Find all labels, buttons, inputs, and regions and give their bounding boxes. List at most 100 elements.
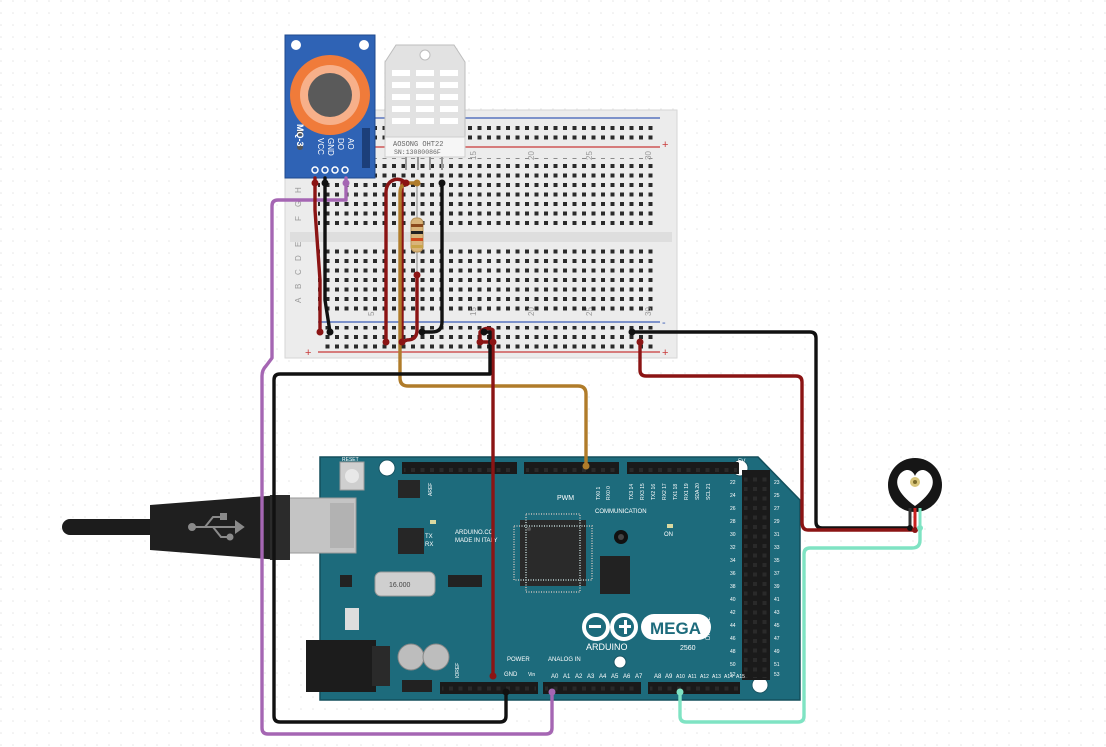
pin-label: 47 (774, 636, 780, 642)
pin-label: 29 (774, 519, 780, 525)
mq3-pin-do: DO (336, 138, 345, 150)
wire-black-gnd (272, 330, 508, 724)
dht22-model-text: AOSONG OHT22 (393, 141, 443, 149)
pin-label: 42 (730, 610, 736, 616)
pin-label: RX3 15 (640, 483, 646, 500)
wire-red-dht-vcc (384, 177, 408, 344)
mq3-pin-vcc: VCC (316, 138, 325, 155)
pin-label: 40 (730, 597, 736, 603)
pin-label: A7 (635, 674, 643, 680)
pin-label: A12 (700, 674, 709, 680)
wire-red-mq3-vcc (313, 176, 322, 334)
pin-label: 45 (774, 623, 780, 629)
pin-label: A0 (551, 674, 559, 680)
pin-label: TX1 18 (673, 484, 679, 500)
wire-red-pulse-vcc (638, 340, 917, 532)
row-label: E (294, 242, 303, 247)
heart-icon (897, 469, 933, 506)
rail-plus-bottom-right: + (662, 347, 668, 359)
col-label: 20 (527, 307, 536, 316)
row-label: D (294, 255, 303, 261)
row-label: A (294, 297, 303, 303)
pin-label: A3 (587, 674, 595, 680)
pin-label: 37 (774, 571, 780, 577)
pin-label: 30 (730, 532, 736, 538)
pin-label: SDA 20 (695, 483, 701, 500)
pin-label: TX0 1 (596, 486, 602, 500)
rx-label: RX (425, 542, 433, 548)
pin-label: 24 (730, 493, 736, 499)
pin-label: 32 (730, 545, 736, 551)
wire-endpoints (311, 179, 923, 696)
pin-label: 52 (730, 672, 736, 678)
mq3-sensor: MQ-3 VCC GND DO AO (284, 34, 376, 179)
pin-label: A5 (611, 674, 619, 680)
pin-label: 38 (730, 584, 736, 590)
pin-label: 23 (774, 480, 780, 486)
arduino-cc-label: ARDUINO.CC (455, 530, 494, 536)
pin-label: 26 (730, 506, 736, 512)
wire-mint-pulse-signal (678, 526, 922, 724)
pin-label: TX3 14 (629, 484, 635, 500)
col-label: 30 (644, 151, 653, 160)
col-label: 5 (367, 311, 376, 316)
crystal-label: 16.000 (389, 582, 411, 589)
aref-label: AREF (428, 483, 434, 496)
pin-label: A13 (712, 674, 721, 680)
pin-label: SCL 21 (706, 483, 712, 500)
vin-label: Vin (528, 672, 535, 678)
pin-label: A2 (575, 674, 583, 680)
pin-label: 22 (730, 480, 736, 486)
pin-label: A10 (676, 674, 685, 680)
pin-label: TX2 16 (651, 484, 657, 500)
pwm-label: PWM (557, 495, 574, 502)
made-in-italy-label: MADE IN ITALY (455, 538, 497, 544)
row-label: C (294, 269, 303, 275)
pin-label: 49 (774, 649, 780, 655)
on-label: ON (664, 532, 673, 538)
communication-label: COMMUNICATION (595, 509, 647, 515)
wires (260, 176, 922, 736)
pin-label: A4 (599, 674, 607, 680)
pin-label: 41 (774, 597, 780, 603)
digital-pin-labels: 22 23 24 25 26 27 28 29 30 31 32 33 34 3… (730, 480, 780, 678)
col-label: 15 (469, 307, 478, 316)
power-label: POWER (507, 657, 530, 663)
dht22-sensor: AOSONG OHT22 SN:13080086F (384, 44, 466, 170)
pulse-sensor (888, 458, 942, 528)
row-label: H (294, 187, 303, 193)
pin-label: A9 (665, 674, 673, 680)
pin-label: 50 (730, 662, 736, 668)
pin-label: RX0 0 (606, 486, 612, 500)
analog-in-label: ANALOG IN (548, 657, 581, 663)
ioref-label: IOREF (455, 663, 461, 678)
pin-label: 48 (730, 649, 736, 655)
wire-red-resistor (400, 273, 419, 344)
resistor (410, 183, 424, 275)
col-label: 30 (644, 307, 653, 316)
pin-label: 36 (730, 571, 736, 577)
row-label: B (294, 284, 303, 289)
arduino-mega-board: RESET 16.000 (285, 456, 801, 701)
reset-label: RESET (342, 457, 359, 463)
rail-plus-bottom-left: + (305, 347, 311, 359)
pin-label: RX1 19 (684, 483, 690, 500)
col-label: 25 (585, 151, 594, 160)
mq3-name: MQ-3 (295, 124, 305, 147)
mega-text: MEGA (650, 619, 701, 638)
pin-label: A15 (736, 674, 745, 680)
pin-label: 43 (774, 610, 780, 616)
rail-plus-top: + (662, 139, 668, 151)
col-label: 15 (469, 151, 478, 160)
pin-label: 51 (774, 662, 780, 668)
pin-label: A11 (688, 674, 697, 680)
pin-label: 44 (730, 623, 736, 629)
pin-label: 25 (774, 493, 780, 499)
pin-label: A14 (724, 674, 733, 680)
pin-label: 34 (730, 558, 736, 564)
arduino-brand-text: ARDUINO (586, 642, 628, 652)
analog-pin-labels: A0 A1 A2 A3 A4 A5 A6 A7 A8 A9 A10 A11 A1… (551, 674, 745, 680)
row-label: G (294, 201, 303, 207)
pin-label: 27 (774, 506, 780, 512)
